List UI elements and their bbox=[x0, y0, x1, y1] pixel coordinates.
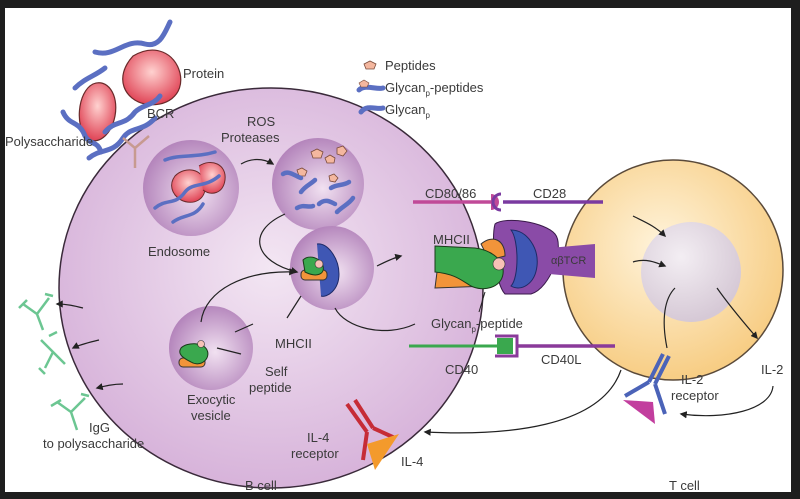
label-abtcr: αβTCR bbox=[551, 255, 586, 267]
label-glycan-peptide-sub: p bbox=[471, 325, 476, 334]
il4-ligand bbox=[367, 434, 399, 470]
label-b-cell: B cell bbox=[245, 478, 277, 492]
label-igg: IgG bbox=[89, 420, 110, 435]
diagram-canvas: Peptides Glycanp-peptides Glycanp Protei… bbox=[5, 8, 791, 492]
cd80-cd28-pair bbox=[413, 192, 603, 212]
igg-antibodies bbox=[18, 292, 90, 431]
label-igg-target: to polysaccharide bbox=[43, 436, 144, 451]
degradation-vesicle bbox=[272, 138, 364, 230]
label-polysaccharide: Polysaccharide bbox=[5, 134, 93, 149]
t-cell bbox=[562, 159, 784, 381]
label-peptide: peptide bbox=[249, 380, 292, 395]
label-il2-receptor-2: receptor bbox=[671, 388, 719, 403]
label-il4-receptor-2: receptor bbox=[291, 446, 339, 461]
t-cell-nucleus bbox=[641, 222, 741, 322]
label-ros: ROS bbox=[247, 114, 276, 129]
label-proteases: Proteases bbox=[221, 130, 280, 145]
internal-arrows bbox=[200, 157, 416, 355]
label-cd40l: CD40L bbox=[541, 352, 581, 367]
label-glycan-peptide-suffix: -peptide bbox=[476, 316, 523, 331]
label-glycan-peptide: Glycan bbox=[431, 316, 471, 331]
label-mhcii-inner: MHCII bbox=[275, 336, 312, 351]
svg-text:Glycanp-peptide: Glycanp-peptide bbox=[431, 316, 523, 334]
mhcii-loading-vesicle bbox=[290, 226, 374, 310]
label-vesicle: vesicle bbox=[191, 408, 231, 423]
label-mhcii-synapse: MHCII bbox=[433, 232, 470, 247]
label-il2-receptor-1: IL-2 bbox=[681, 372, 703, 387]
legend-item-glycan: Glycanp bbox=[358, 102, 430, 120]
immunology-diagram: Peptides Glycanp-peptides Glycanp Protei… bbox=[5, 19, 784, 492]
legend-suffix: -peptides bbox=[430, 80, 484, 95]
endosome bbox=[143, 140, 239, 236]
peptide-icon bbox=[363, 60, 377, 70]
legend-label-glycan: Glycan bbox=[385, 80, 425, 95]
svg-text:Glycanp-peptides: Glycanp-peptides bbox=[385, 80, 484, 98]
exocytic-vesicle bbox=[169, 306, 253, 390]
bcr bbox=[122, 135, 150, 168]
legend-label-peptides: Peptides bbox=[385, 58, 436, 73]
label-cd80-86: CD80/86 bbox=[425, 186, 476, 201]
label-t-cell: T cell bbox=[669, 478, 700, 492]
label-cd40: CD40 bbox=[445, 362, 478, 377]
labels: Protein BCR Polysaccharide ROS Proteases… bbox=[5, 66, 783, 492]
label-cd28: CD28 bbox=[533, 186, 566, 201]
mhcii-tcr-synapse bbox=[434, 219, 595, 313]
label-il4-receptor-1: IL-4 bbox=[307, 430, 329, 445]
label-endosome: Endosome bbox=[148, 244, 210, 259]
label-bcr: BCR bbox=[147, 106, 174, 121]
b-cell bbox=[58, 87, 484, 489]
label-exocytic: Exocytic bbox=[187, 392, 236, 407]
legend-label-glycan-only: Glycan bbox=[385, 102, 425, 117]
legend-item-peptides: Peptides bbox=[363, 58, 436, 73]
glycan-peptide-icon bbox=[356, 79, 386, 93]
external-arrows bbox=[55, 215, 774, 436]
il2-ligand bbox=[623, 400, 655, 424]
protein-polysaccharide-antigen bbox=[60, 19, 182, 168]
label-self: Self bbox=[265, 364, 288, 379]
legend-subscript-2: p bbox=[425, 111, 430, 120]
peptide-fragments bbox=[296, 145, 348, 183]
label-il2: IL-2 bbox=[761, 362, 783, 377]
cd40-cd40l-pair bbox=[409, 334, 615, 358]
glycan-icon bbox=[358, 105, 386, 115]
legend-subscript: p bbox=[425, 89, 430, 98]
legend-item-glycan-peptides: Glycanp-peptides bbox=[356, 79, 484, 98]
label-protein: Protein bbox=[183, 66, 224, 81]
legend: Peptides Glycanp-peptides Glycanp bbox=[356, 58, 484, 120]
glycan-fragments bbox=[280, 170, 356, 215]
svg-text:Glycanp: Glycanp bbox=[385, 102, 430, 120]
il2-receptor bbox=[623, 353, 671, 424]
label-il4: IL-4 bbox=[401, 454, 423, 469]
il4-receptor bbox=[345, 398, 399, 470]
